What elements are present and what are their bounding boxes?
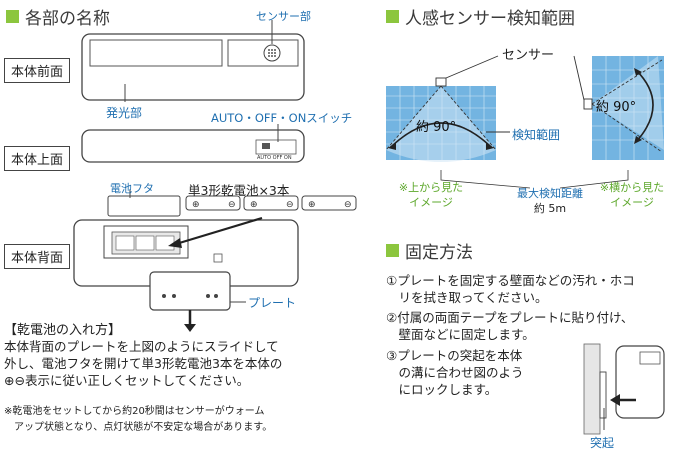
green-square-icon — [386, 244, 399, 257]
insert-arrow — [175, 216, 263, 246]
switch-label: AUTO・OFF・ONスイッチ — [211, 111, 353, 125]
plate-label: プレート — [248, 296, 297, 310]
svg-text:⊖: ⊖ — [344, 200, 352, 210]
fix-steps: ①プレートを固定する壁面などの汚れ・ホコ リを拭き取ってください。 ②付属の両面… — [386, 273, 635, 397]
switch-knob[interactable] — [262, 143, 270, 149]
section-title-parts: 各部の名称 — [6, 4, 110, 29]
sensor-box-side-icon — [583, 98, 593, 110]
green-square-icon — [386, 10, 399, 23]
battery-note-title: 【乾電池の入れ方】 — [4, 323, 122, 338]
light-panel — [89, 39, 223, 67]
switch-text: AUTO OFF ON — [257, 155, 292, 161]
label-back: 本体背面 — [4, 244, 71, 269]
battery-2 — [243, 195, 299, 211]
range-label: 検知範囲 — [512, 128, 561, 142]
section-title-fix: 固定方法 — [386, 238, 473, 263]
sensor-panel — [227, 39, 299, 67]
battery-cover-label: 電池フタ — [110, 182, 154, 195]
svg-text:⊕: ⊕ — [308, 200, 316, 210]
mounting-plate — [149, 271, 231, 311]
label-top: 本体上面 — [4, 146, 71, 171]
protrusion-label: 突起 — [590, 436, 615, 450]
caption-top: ※上から見た イメージ — [398, 181, 464, 209]
warning-note: ※乾電池をセットしてから約20秒間はセンサーがウォーム アップ状態となり、点灯状… — [4, 406, 273, 433]
battery-note: 本体背面のプレートを上図のようにスライドして 外し、電池フタを開けて単3形乾電池… — [4, 339, 283, 388]
sensor-callout: センサー — [502, 48, 555, 63]
svg-text:⊕: ⊕ — [192, 200, 200, 210]
angle-side: 約 90° — [596, 100, 637, 115]
angle-top: 約 90° — [416, 120, 457, 135]
battery-3 — [301, 195, 357, 211]
top-view-range — [385, 77, 497, 162]
label-front: 本体前面 — [4, 58, 71, 83]
side-view-range — [583, 56, 664, 160]
mount-illustration — [583, 343, 665, 435]
sensor-box-icon — [435, 77, 447, 87]
light-label: 発光部 — [106, 106, 143, 120]
svg-text:⊖: ⊖ — [286, 200, 294, 210]
max-distance: 最大検知距離 約 5m — [517, 187, 583, 215]
top-device-body — [81, 129, 305, 163]
svg-text:⊕: ⊕ — [250, 200, 258, 210]
battery-label: 単3形乾電池×3本 — [188, 183, 290, 198]
sensor-label: センサー部 — [256, 10, 311, 23]
svg-text:⊖: ⊖ — [228, 200, 236, 210]
section-title-range: 人感センサー検知範囲 — [386, 4, 575, 29]
battery-cover — [107, 195, 181, 217]
green-square-icon — [6, 10, 19, 23]
battery-1 — [185, 195, 241, 211]
caption-side: ※横から見た イメージ — [599, 181, 665, 209]
